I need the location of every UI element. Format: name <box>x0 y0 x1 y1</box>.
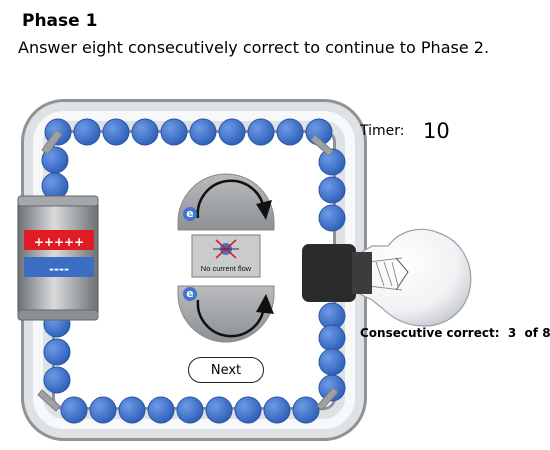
electron-badge-bottom: e <box>186 287 194 300</box>
electron <box>318 324 346 352</box>
counterclockwise-flow-panel[interactable] <box>177 285 275 343</box>
electron <box>318 348 346 376</box>
electron <box>318 176 346 204</box>
electron <box>60 396 88 424</box>
electron <box>43 366 71 394</box>
electron <box>218 118 246 146</box>
tube-caps <box>37 129 339 412</box>
next-button[interactable]: Next <box>188 357 264 383</box>
electron <box>318 374 346 402</box>
electron <box>318 204 346 232</box>
electron <box>263 396 291 424</box>
electron <box>234 396 262 424</box>
clockwise-flow-panel[interactable] <box>177 173 275 231</box>
phase-title: Phase 1 <box>22 11 98 31</box>
electron <box>89 396 117 424</box>
battery-negative-label: ---- <box>49 262 69 276</box>
light-bulb <box>302 228 472 327</box>
no-current-indicator <box>191 234 261 278</box>
electron <box>73 118 101 146</box>
no-current-label: No current flow <box>200 264 252 273</box>
electron <box>247 118 275 146</box>
electron <box>176 396 204 424</box>
consecutive-correct-counter: Consecutive correct: 3 of 8 <box>360 326 550 340</box>
electron <box>102 118 130 146</box>
electron <box>131 118 159 146</box>
battery <box>17 195 99 321</box>
electron-badge-top: e <box>186 207 194 220</box>
electron <box>189 118 217 146</box>
electron <box>160 118 188 146</box>
electron <box>205 396 233 424</box>
instruction-text: Answer eight consecutively correct to co… <box>18 38 490 57</box>
electron <box>118 396 146 424</box>
electron <box>318 148 346 176</box>
electron <box>147 396 175 424</box>
electron-chain <box>41 118 346 424</box>
timer-label: Timer: <box>360 123 405 139</box>
electron <box>276 118 304 146</box>
battery-positive-label: +++++ <box>33 235 85 249</box>
electron <box>41 172 69 200</box>
electron <box>43 338 71 366</box>
timer-value: 10 <box>423 119 450 143</box>
electron <box>292 396 320 424</box>
